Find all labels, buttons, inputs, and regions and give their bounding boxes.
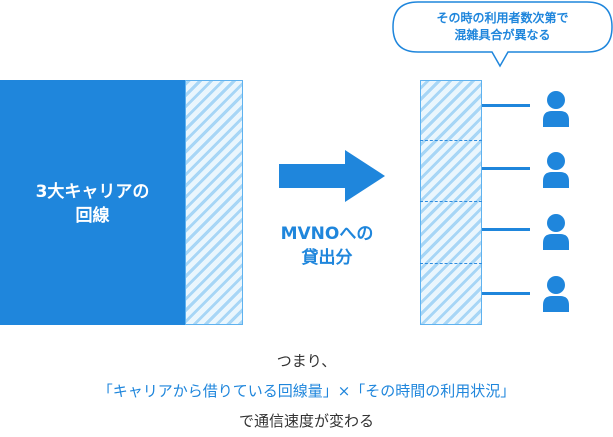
big-arrow-icon (279, 150, 385, 202)
caption-line-3: で通信速度が変わる (238, 412, 374, 430)
strip-divider (420, 201, 482, 202)
caption-line-1: つまり、 (276, 352, 337, 370)
strip-divider (420, 263, 482, 264)
mvno-lent-portion (185, 80, 243, 325)
user-icon (543, 276, 569, 312)
carrier-line-block (0, 80, 185, 325)
user-icon (543, 91, 569, 127)
speech-bubble (392, 1, 613, 68)
user-icon (543, 152, 569, 188)
carrier-line-label: 3大キャリアの 回線 (35, 182, 150, 226)
mvno-bandwidth-strip (420, 80, 482, 325)
user-icon (543, 214, 569, 250)
strip-divider (420, 140, 482, 141)
bubble-text: その時の利用者数次第で 混雑具合が異なる (436, 11, 569, 42)
caption-line-2: 「キャリアから借りている回線量」×「その時間の利用状況」 (97, 382, 516, 400)
mvno-lending-label: MVNOへの 貸出分 (280, 224, 374, 268)
